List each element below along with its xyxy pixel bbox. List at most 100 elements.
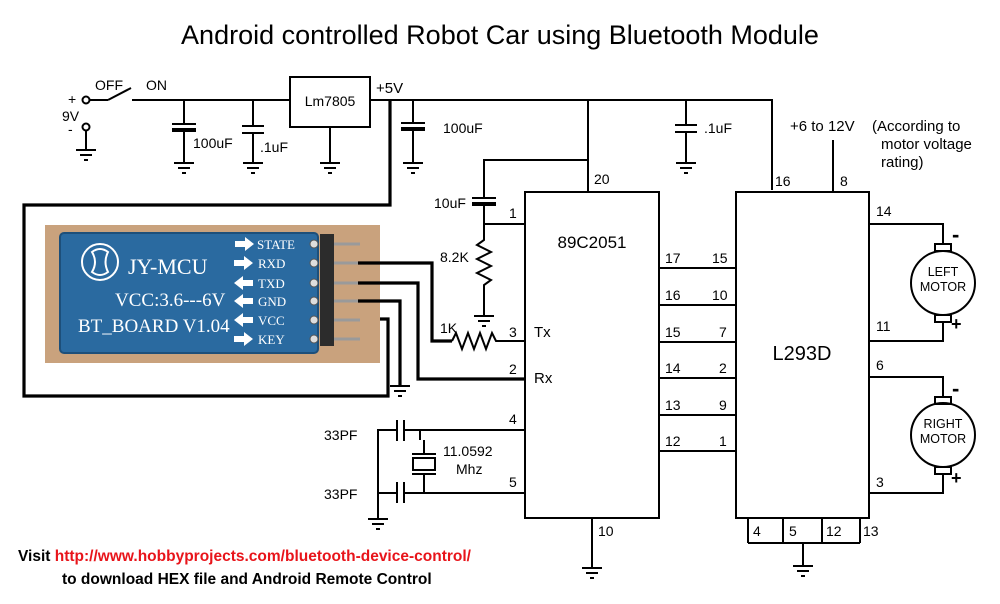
crystal-cap-bottom-label: 33PF: [324, 486, 357, 502]
rail-5v: [370, 99, 773, 190]
driver-in-pin-1: 1: [719, 433, 727, 449]
rxd-wire: [358, 261, 452, 343]
driver-pin6: 6: [876, 357, 884, 373]
cap-01uf-label: .1uF: [260, 139, 288, 155]
mcu-out-pin-12: 12: [665, 433, 681, 449]
mcu-ground-symbol: [582, 567, 602, 579]
crystal-network: [368, 420, 524, 530]
driver-gnd-pin-13: 13: [863, 523, 879, 539]
footer: Visit http://www.hobbyprojects.com/bluet…: [18, 545, 471, 591]
power-switch: [90, 87, 290, 101]
mcu-pin5: 5: [509, 474, 517, 490]
module-pin-key: KEY: [258, 332, 285, 347]
vmotor-note-2: motor voltage: [881, 136, 972, 153]
module-header-pins: [334, 242, 360, 341]
resistor-1k-label: 1K: [440, 320, 458, 336]
bluetooth-module: STATE RXD TXD GND VCC KEY JY-MCU VCC:3.6…: [45, 225, 380, 363]
left-motor-label-1: LEFT: [928, 265, 959, 279]
mcu-tx-label: Tx: [534, 324, 551, 341]
reset-network: [472, 159, 588, 327]
diagram-title: Android controlled Robot Car using Bluet…: [181, 20, 819, 50]
right-motor-label-1: RIGHT: [924, 417, 963, 431]
footer-prefix: Visit: [18, 548, 55, 565]
mcu-rx-label: Rx: [534, 370, 553, 387]
driver-pin11: 11: [876, 318, 891, 334]
module-board-label: BT_BOARD V1.04: [78, 316, 230, 337]
footer-line-2: to download HEX file and Android Remote …: [62, 571, 432, 588]
crystal-unit-label: Mhz: [456, 461, 482, 477]
module-ground-symbol: [390, 385, 410, 397]
module-name: JY-MCU: [128, 254, 208, 279]
mcu-pin4: 4: [509, 411, 517, 427]
switch-off-label: OFF: [95, 77, 123, 93]
left-motor-label-2: MOTOR: [920, 280, 966, 294]
mcu-pin2: 2: [509, 361, 517, 377]
rail-5v-label: +5V: [376, 80, 403, 97]
module-pin-rxd: RXD: [258, 256, 285, 271]
battery-plus-terminal: [81, 95, 91, 105]
right-motor-minus: -: [952, 376, 959, 401]
battery-voltage-label: 9V: [62, 108, 80, 124]
power-supply: + 9V - OFF ON 100uF: [22, 76, 773, 398]
driver-gnd-pin-4: 4: [753, 523, 761, 539]
module-vcc-label: VCC:3.6---6V: [115, 290, 226, 311]
left-motor-plus: +: [951, 314, 962, 334]
footer-line-1: Visit http://www.hobbyprojects.com/bluet…: [18, 545, 471, 568]
module-pin-state: STATE: [257, 237, 295, 252]
driver-ground-pins: [747, 518, 861, 577]
driver-pin14: 14: [876, 203, 892, 219]
footer-url-link[interactable]: http://www.hobbyprojects.com/bluetooth-d…: [54, 548, 471, 565]
module-pin-dots: [309, 239, 319, 344]
reset-res-label: 8.2K: [440, 249, 469, 265]
reset-cap-label: 10uF: [434, 195, 466, 211]
battery-plus-label: +: [68, 91, 76, 107]
driver-pin16: 16: [775, 173, 791, 189]
driver-chip: [735, 191, 870, 519]
mcu-pin1: 1: [509, 205, 517, 221]
mcu-out-pin-13: 13: [665, 397, 681, 413]
module-pin-arrows: [234, 237, 254, 346]
mcu-out-pin-17: 17: [665, 250, 681, 266]
vmotor-note-1: (According to: [872, 118, 960, 135]
left-motor-minus: -: [952, 222, 959, 247]
battery-minus-terminal: [81, 122, 91, 132]
driver-gnd-pin-12: 12: [826, 523, 842, 539]
capacitor-01uf-output: [675, 100, 697, 174]
switch-on-label: ON: [146, 77, 167, 93]
crystal-freq-label: 11.0592: [443, 443, 493, 459]
right-motor: [869, 376, 976, 494]
regulator-label: Lm7805: [305, 93, 356, 109]
module-board: [59, 232, 319, 354]
mcu-out-pin-14: 14: [665, 360, 681, 376]
mcu-out-pin-16: 16: [665, 287, 681, 303]
driver-in-pin-7: 7: [719, 324, 727, 340]
vcc-wire: [22, 100, 392, 398]
driver-pin3: 3: [876, 474, 884, 490]
module-pin-gnd: GND: [258, 294, 286, 309]
vmotor-note-3: rating): [881, 154, 924, 171]
module-header: [320, 234, 334, 346]
driver-gnd-pin-5: 5: [789, 523, 797, 539]
left-motor: [869, 223, 976, 342]
mcu-pin20: 20: [594, 171, 610, 187]
resistor-1k: [451, 330, 524, 352]
driver-in-pin-2: 2: [719, 360, 727, 376]
driver-label: L293D: [773, 343, 832, 365]
right-motor-plus: +: [951, 468, 962, 488]
gnd-wire: [358, 299, 402, 386]
mcu-pin3: 3: [509, 324, 517, 340]
capacitor-100uf-input: [172, 100, 196, 174]
module-logo-icon: [81, 243, 119, 281]
module-pin-txd: TXD: [258, 276, 285, 291]
ground-symbol: [76, 149, 96, 161]
mcu-driver-connections: [659, 267, 735, 452]
cap-100uf-label: 100uF: [193, 135, 233, 151]
battery-minus-label: -: [68, 121, 73, 137]
right-motor-label-2: MOTOR: [920, 432, 966, 446]
mcu-label: 89C2051: [557, 233, 626, 252]
mcu-pin10: 10: [598, 523, 614, 539]
driver-in-pin-15: 15: [712, 250, 728, 266]
capacitor-01uf-input: [242, 100, 264, 174]
crystal-cap-top-label: 33PF: [324, 427, 357, 443]
